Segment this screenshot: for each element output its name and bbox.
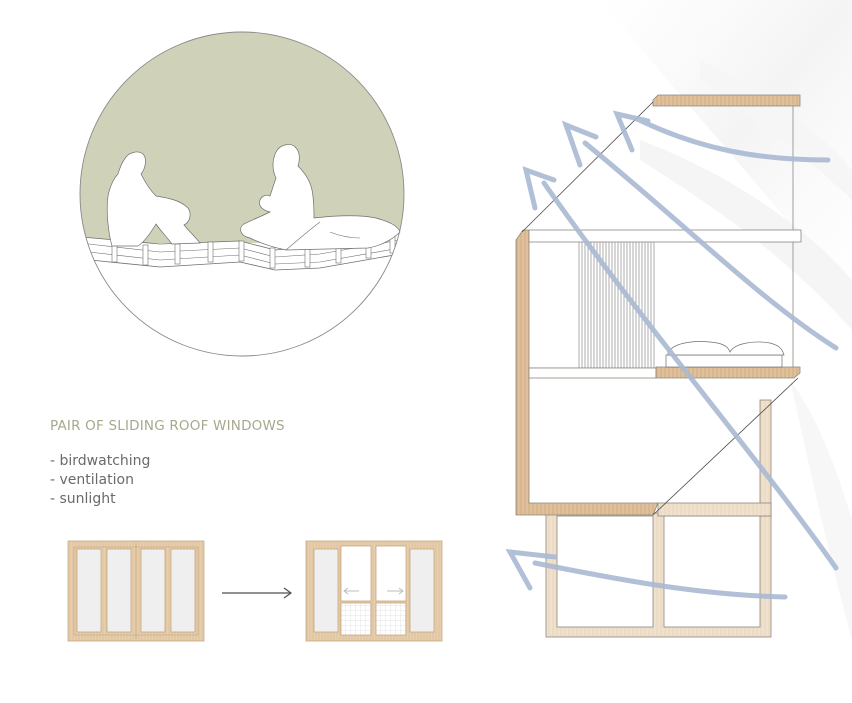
roof-glazing-line [521,101,654,233]
airflow-arrows [505,110,839,600]
window-closed-diagram [67,540,205,642]
curtain [578,242,655,368]
window-pane [170,548,196,633]
transition-arrow-icon [222,587,293,599]
treehouse-section [515,94,802,638]
roof-slab [652,94,801,107]
person-silhouette-left [106,151,201,247]
window-pane [140,548,166,633]
window-pane-fixed-left [313,548,339,633]
window-pane [76,548,102,633]
feature-item-sunlight: - sunlight [50,491,116,507]
window-pane [106,548,132,633]
net-hammock [80,230,404,271]
left-wall [515,229,659,516]
bed-icon [665,341,785,368]
caption-title: PAIR OF SLIDING ROOF WINDOWS [50,418,285,434]
circle-outline [79,31,405,357]
circle-vignette [79,31,405,357]
bed-platform [655,366,801,379]
person-silhouette-right [240,144,401,251]
opening-left [340,545,372,602]
feature-list: - birdwatching - ventilation - sunlight [50,452,150,509]
window-pane-fixed-right [409,548,435,633]
opening-right [375,545,407,602]
lower-glazing-line [652,377,799,516]
mesh-screen-left [340,602,372,636]
base-frame [545,399,772,638]
window-open-diagram [305,540,443,642]
roof-window-ledge [528,229,802,243]
feature-item-ventilation: - ventilation [50,472,134,488]
feature-item-birdwatching: - birdwatching [50,453,151,469]
mesh-screen-right [375,602,407,636]
